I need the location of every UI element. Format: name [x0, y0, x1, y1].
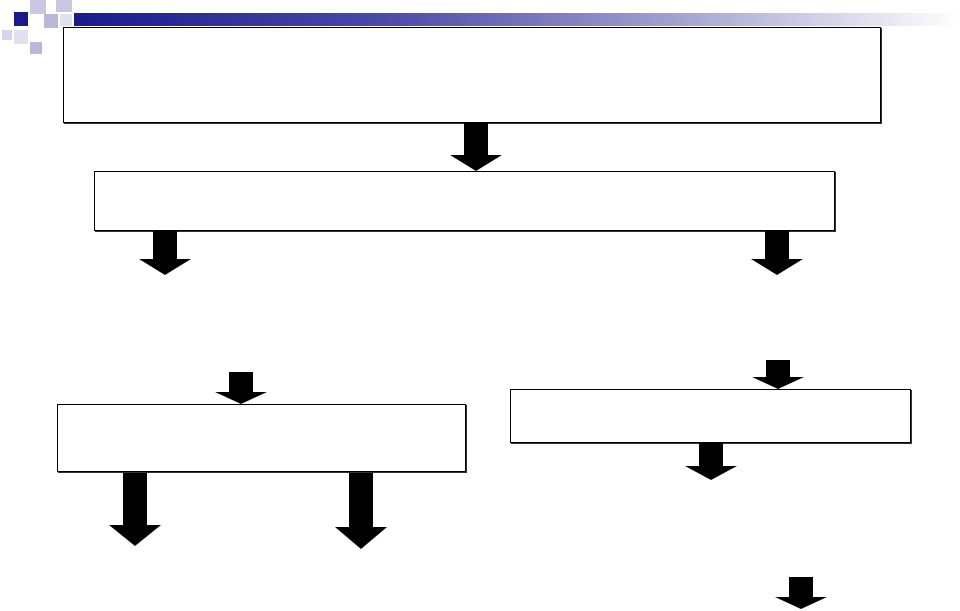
flow-box-top	[63, 27, 881, 123]
down-arrow-icon	[109, 473, 161, 546]
down-arrow-icon	[751, 231, 803, 275]
flow-box-left	[57, 404, 466, 472]
down-arrow-icon	[752, 360, 804, 389]
down-arrow-icon	[775, 577, 827, 609]
down-arrow-icon	[215, 372, 267, 404]
flow-box-right	[510, 389, 911, 443]
decorative-corner-squares	[2, 0, 72, 54]
down-arrow-icon	[450, 123, 502, 171]
down-arrow-icon	[335, 473, 387, 549]
down-arrow-icon	[685, 443, 737, 480]
flow-box-second	[94, 171, 835, 231]
title-gradient-band	[74, 13, 960, 26]
down-arrow-icon	[139, 231, 191, 275]
